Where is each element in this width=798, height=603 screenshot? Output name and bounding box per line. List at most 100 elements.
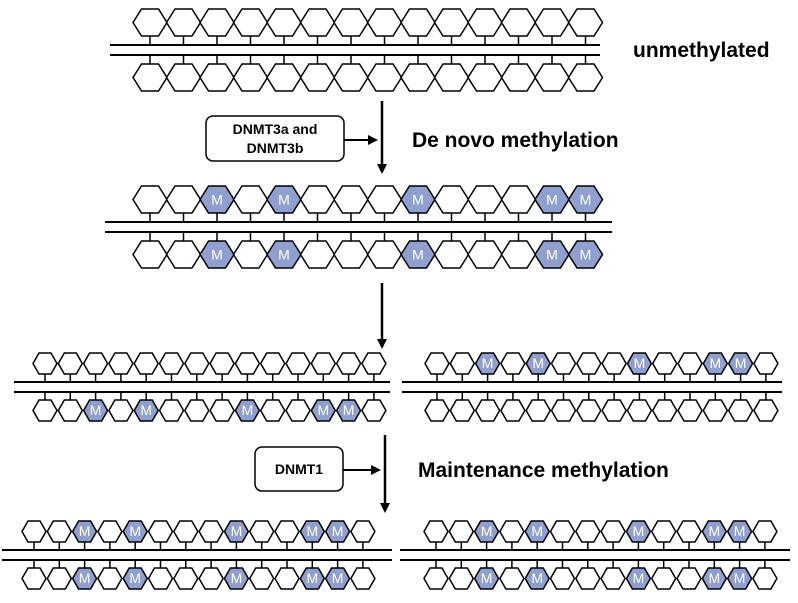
methylated-base	[525, 352, 552, 375]
methyl-mark: M	[531, 523, 543, 539]
methyl-mark: M	[231, 523, 243, 539]
methyl-mark: M	[708, 523, 720, 539]
methylated-base	[727, 352, 754, 375]
methylated-base	[524, 520, 551, 543]
base	[550, 399, 577, 422]
base	[57, 352, 84, 375]
enzyme-box-dnmt1: DNMT1	[254, 446, 381, 492]
base	[209, 352, 235, 375]
methyl-mark: M	[140, 402, 152, 418]
base	[500, 352, 526, 375]
base	[132, 185, 168, 214]
base	[575, 352, 602, 375]
base	[259, 352, 286, 375]
methylated-base	[71, 520, 98, 543]
base	[534, 63, 570, 92]
base	[132, 240, 168, 269]
methyl-mark: M	[735, 355, 747, 371]
methylated-base	[82, 399, 109, 422]
base	[21, 520, 47, 543]
base	[165, 8, 202, 37]
base	[676, 520, 702, 543]
label-de-novo-methylation: De novo methylation	[412, 129, 619, 152]
base	[158, 352, 185, 375]
methylated-base	[726, 567, 753, 590]
methylated-base	[223, 520, 250, 543]
methylated-base	[474, 352, 501, 375]
methyl-mark: M	[708, 570, 720, 586]
base	[525, 399, 552, 422]
methyl-mark: M	[481, 523, 493, 539]
base	[449, 399, 476, 422]
base	[183, 399, 210, 422]
base	[549, 567, 576, 590]
base	[248, 567, 275, 590]
base	[366, 185, 403, 214]
base	[574, 567, 601, 590]
methylated-base	[625, 567, 652, 590]
base	[467, 63, 503, 92]
base	[651, 399, 678, 422]
methyl-mark: M	[129, 523, 141, 539]
methylated-base	[567, 185, 604, 214]
base	[575, 399, 602, 422]
methylated-base	[626, 352, 653, 375]
base	[727, 399, 754, 422]
methylated-base	[567, 240, 604, 269]
base	[499, 567, 525, 590]
base	[310, 352, 337, 375]
base	[172, 567, 199, 590]
methyl-mark: M	[634, 355, 646, 371]
enzyme-dnmt1-label: DNMT1	[275, 461, 323, 477]
base	[650, 567, 677, 590]
methyl-mark: M	[306, 570, 318, 586]
base	[198, 520, 224, 543]
base	[500, 185, 537, 214]
base	[574, 520, 601, 543]
methyl-mark: M	[332, 570, 344, 586]
base	[423, 520, 449, 543]
methyl-mark: M	[278, 192, 290, 208]
methyl-mark: M	[79, 523, 91, 539]
methyl-mark: M	[412, 247, 424, 263]
base	[366, 240, 403, 269]
methyl-mark: M	[211, 192, 223, 208]
base	[500, 8, 537, 37]
base	[361, 399, 387, 422]
base	[46, 520, 73, 543]
base	[248, 520, 275, 543]
base	[97, 567, 123, 590]
base	[601, 352, 627, 375]
methylated-base	[701, 520, 728, 543]
base	[82, 352, 109, 375]
base	[133, 352, 160, 375]
methylated-base	[234, 399, 261, 422]
methylated-base	[71, 567, 98, 590]
base	[467, 8, 503, 37]
base	[677, 352, 703, 375]
base	[335, 352, 362, 375]
enzyme-dnmt3-line2: DNMT3b	[247, 140, 304, 156]
base	[753, 399, 779, 422]
base	[21, 567, 47, 590]
base	[259, 399, 286, 422]
methylated-base	[223, 567, 250, 590]
base	[132, 8, 168, 37]
methyl-mark: M	[332, 523, 344, 539]
base	[299, 63, 336, 92]
base	[366, 63, 403, 92]
methyl-mark: M	[242, 402, 254, 418]
base	[165, 240, 202, 269]
methylated-base	[335, 399, 362, 422]
methyl-mark: M	[306, 523, 318, 539]
base	[333, 63, 369, 92]
base	[534, 8, 570, 37]
base	[433, 8, 470, 37]
methyl-mark: M	[278, 247, 290, 263]
base	[32, 352, 58, 375]
base	[158, 399, 185, 422]
